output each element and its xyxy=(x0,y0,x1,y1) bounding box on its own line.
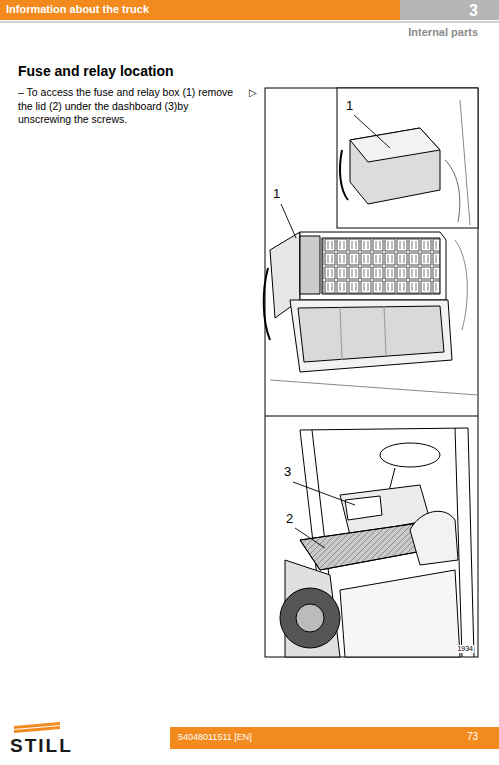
chapter-number: 3 xyxy=(469,1,478,20)
callout-number: 1 xyxy=(345,98,354,114)
section-heading: Fuse and relay location xyxy=(18,63,174,80)
header-title: Information about the truck xyxy=(6,3,149,16)
figure-pointer: ▷ xyxy=(249,87,257,99)
callout-number: 2 xyxy=(285,511,294,527)
forklift-truck xyxy=(280,428,474,657)
header-bar xyxy=(0,0,400,20)
header-chapter-bar xyxy=(400,0,499,20)
figure-number: 1934 xyxy=(456,645,474,653)
logo-stripes xyxy=(14,722,60,733)
instruction-text: – To access the fuse and relay box (1) r… xyxy=(18,86,244,127)
fuse-box-closed xyxy=(340,100,470,225)
page-number: 73 xyxy=(467,731,478,743)
callout-number: 3 xyxy=(283,464,292,480)
brand-logo: STILL xyxy=(10,735,73,758)
document-number: 54048011511 [EN] xyxy=(178,732,252,743)
chapter-title: Internal parts xyxy=(408,26,478,39)
figure-frame xyxy=(265,88,478,657)
fuse-box-open xyxy=(264,232,478,395)
leader-line xyxy=(281,115,390,548)
header-rule xyxy=(0,21,499,23)
callout-number: 1 xyxy=(272,186,281,202)
footer-bar xyxy=(170,727,499,749)
